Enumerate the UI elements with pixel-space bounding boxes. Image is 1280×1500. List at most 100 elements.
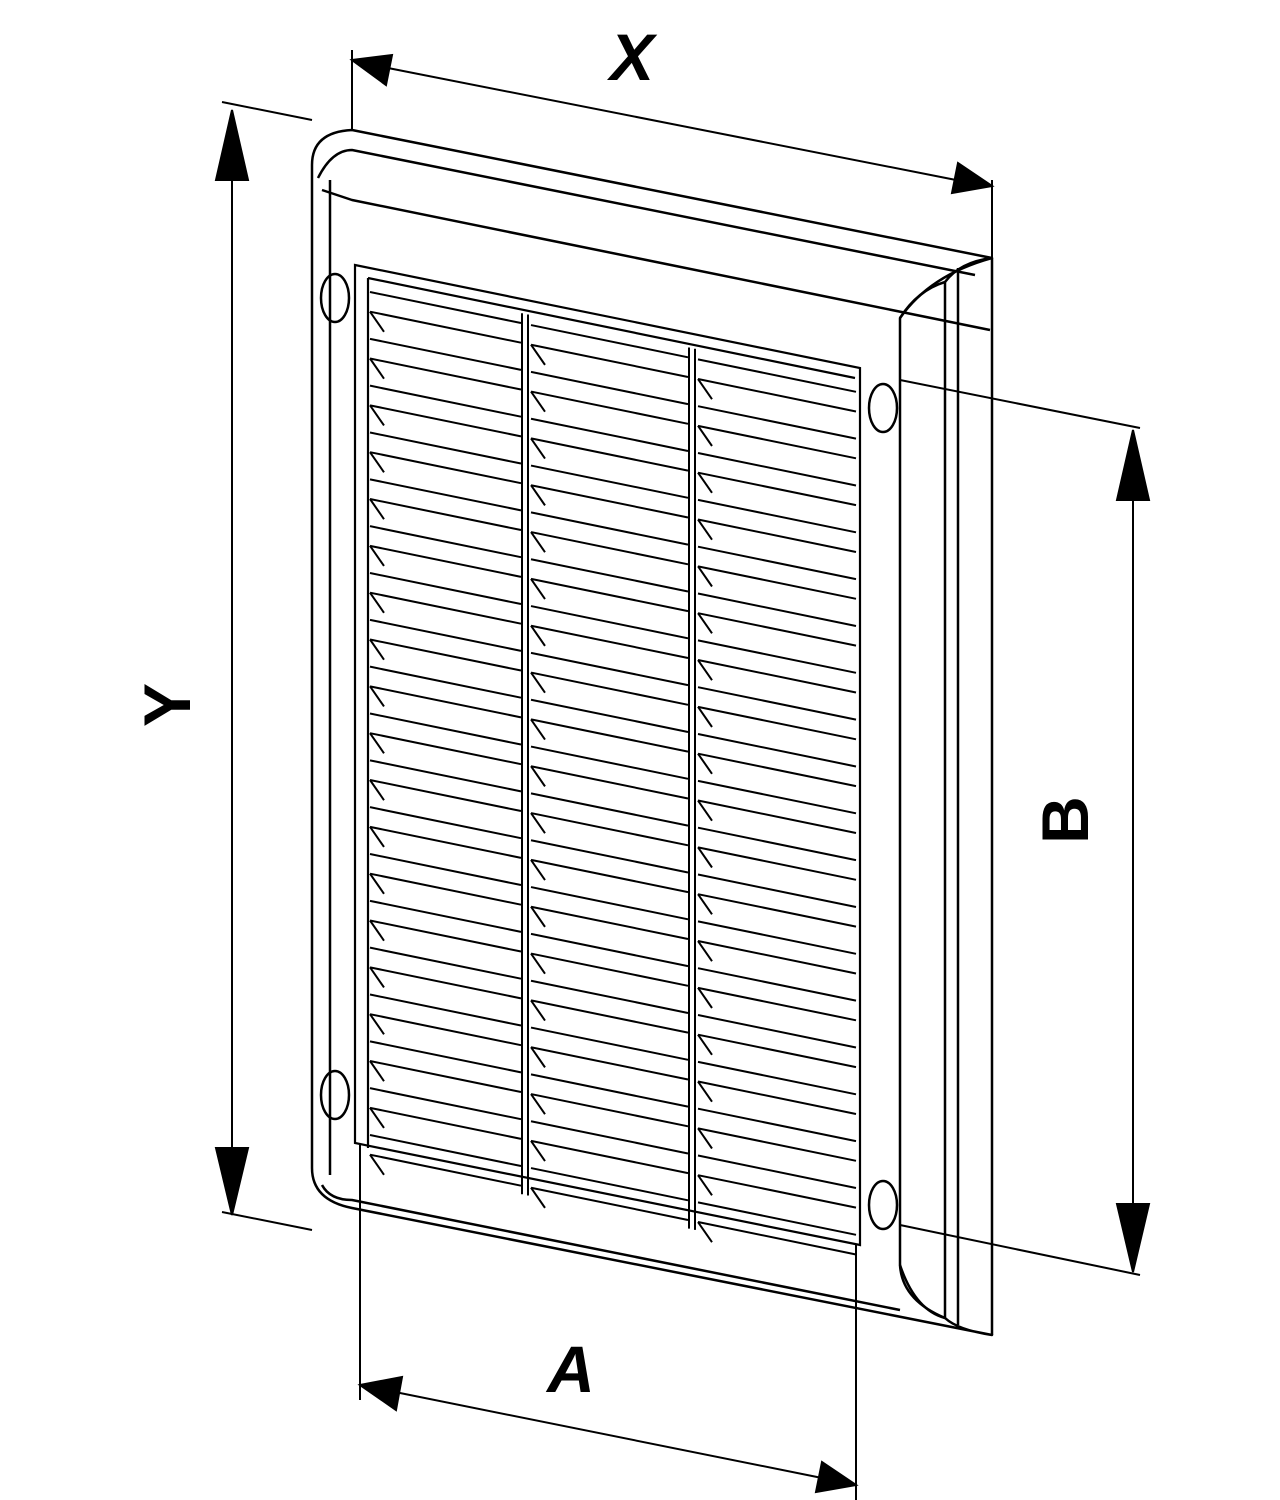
arrow-head: [357, 1375, 404, 1412]
louver-slat-edge: [369, 1106, 522, 1140]
louver-slat-edge: [369, 665, 522, 699]
louver-slat-edge: [369, 919, 522, 953]
louver-slat-edge: [697, 1034, 713, 1056]
louver-slat-edge: [530, 952, 689, 987]
louver-slat-edge: [369, 384, 522, 418]
louver-slat-edge: [369, 685, 522, 719]
mounting-hole-top-left: [319, 272, 351, 324]
louver-slat-edge: [530, 484, 689, 519]
louver-slat-edge: [530, 718, 689, 753]
louver-slat-edge: [369, 685, 385, 708]
louver-slat-edge: [369, 311, 385, 333]
louver-slat-edge: [697, 733, 857, 768]
louver-slat-edge: [697, 1033, 857, 1069]
louver-slat-edge: [697, 1080, 713, 1103]
louver-slat-edge: [697, 639, 857, 674]
louver-slat-edge: [369, 357, 522, 391]
louver-slat-edge: [530, 812, 546, 834]
louver-slat-edge: [369, 1107, 385, 1129]
louver-slat-edge: [530, 390, 546, 413]
louver-slat-edge: [697, 986, 857, 1022]
louver-slat-edge: [530, 625, 546, 647]
louver-slat-edge: [697, 545, 857, 581]
louver-slat-edge: [369, 899, 522, 933]
louver-slat-edge: [697, 799, 713, 822]
mounting-holes: [319, 272, 899, 1231]
louver-slat-edge: [530, 531, 546, 553]
louver-slat-edge: [369, 779, 522, 812]
louver-slat-edge: [369, 498, 522, 531]
louver-slat-edge: [530, 531, 689, 566]
grille-frame: [310, 128, 994, 1337]
louver-slat-edge: [369, 478, 522, 512]
arrow-head: [1115, 429, 1151, 501]
frame-right-side: [943, 258, 994, 1335]
louver-slat-edge: [530, 437, 689, 472]
louver-slat-edge: [697, 752, 857, 788]
louver-slat-edge: [369, 873, 385, 895]
louver-slat-edge: [530, 1093, 689, 1128]
louver-slat-edge: [369, 544, 522, 578]
arrow-head: [214, 109, 250, 181]
louver-slat-edge: [530, 577, 689, 613]
louver-slat-edge: [697, 1107, 857, 1143]
louver-slat-edge: [369, 732, 385, 754]
louver-slat-edge: [369, 638, 522, 672]
louver-slat-edge: [530, 745, 689, 780]
louver-slat-edge: [697, 518, 713, 541]
label-y: Y: [130, 683, 204, 727]
louver-slat-edge: [530, 370, 689, 406]
louver-slat-edge: [530, 905, 689, 940]
louver-slat-edge: [369, 591, 522, 625]
louver-slat-edge: [369, 1087, 522, 1121]
louver-slat-edge: [530, 417, 689, 452]
louver-slat-edge: [530, 464, 689, 499]
louver-slat-edge: [369, 291, 522, 324]
louver-slat-edge: [697, 1080, 857, 1115]
louver-slat-edge: [530, 839, 689, 874]
louver-slat-edge: [697, 565, 713, 588]
louver-slat-edge: [369, 966, 385, 989]
louver-slats: [369, 291, 857, 1256]
louver-slat-edge: [369, 946, 522, 980]
louver-slat-edge: [369, 525, 522, 559]
louver-slat-edge: [530, 979, 689, 1014]
louver-slat-edge: [530, 578, 546, 600]
louver-slat-edge: [697, 1174, 713, 1196]
louver-panel: [353, 263, 862, 1247]
louver-slat-edge: [697, 1014, 857, 1049]
label-b: B: [1028, 796, 1102, 844]
louver-slat-edge: [697, 378, 857, 413]
louver-slat-edge: [369, 1013, 385, 1035]
louver-slat-edge: [369, 732, 522, 766]
louver-slat-edge: [369, 1153, 522, 1187]
louver-slat-edge: [697, 940, 857, 975]
louver-slat-edge: [530, 671, 546, 694]
louver-slat-edge: [697, 1201, 857, 1236]
louver-slat-edge: [369, 638, 385, 661]
arrow-head: [814, 1460, 859, 1494]
louver-slat-edge: [530, 1187, 546, 1209]
mounting-hole-bottom-left: [319, 1069, 351, 1121]
louver-panel-outline: [353, 263, 862, 1247]
louver-slat-edge: [697, 472, 713, 494]
louver-slat-edge: [530, 1073, 689, 1108]
louver-slat-edge: [530, 605, 689, 640]
louver-slat-edge: [697, 565, 857, 600]
louver-slat-edge: [369, 779, 385, 801]
louver-slat-edge: [697, 686, 857, 721]
louver-slat-edge: [697, 592, 857, 627]
louver-slat-edge: [369, 919, 385, 942]
louver-slat-edge: [530, 765, 546, 787]
louver-slat-edge: [369, 853, 522, 886]
arrow-head: [349, 53, 394, 87]
louver-slat-edge: [369, 759, 522, 793]
louver-slat-edge: [530, 1093, 546, 1115]
louver-slat-edge: [530, 324, 689, 359]
louver-slat-edge: [530, 1167, 689, 1202]
louver-slat-edge: [697, 893, 713, 915]
louver-slat-edge: [697, 753, 713, 775]
louver-slat-edge: [697, 940, 713, 962]
dimension-b: [899, 379, 1151, 1276]
louver-slat-edge: [530, 1186, 689, 1221]
